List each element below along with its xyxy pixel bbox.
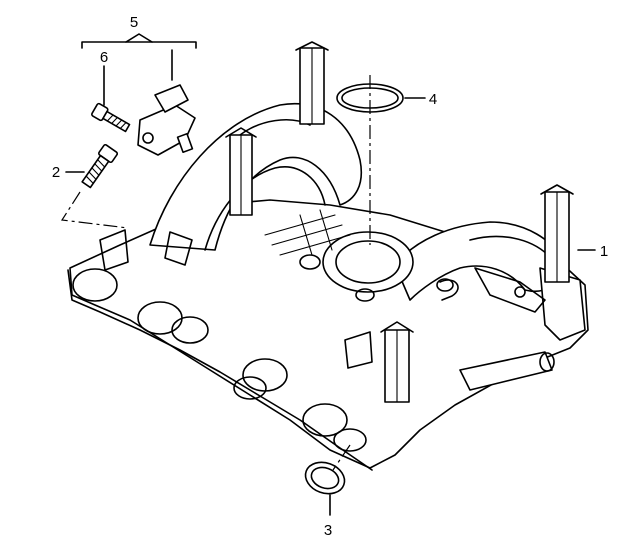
screw	[91, 65, 131, 133]
bolt	[60, 144, 129, 229]
label-6: 6	[100, 49, 108, 66]
intake-manifold	[67, 103, 589, 471]
label-2: 2	[52, 164, 60, 181]
mounting-stand-left	[225, 127, 257, 216]
label-5: 5	[130, 14, 138, 31]
label-1: 1	[600, 243, 608, 260]
o-ring-bottom	[304, 444, 351, 516]
mounting-stand-top-center	[295, 41, 329, 125]
group-bracket	[81, 33, 197, 49]
mounting-stand-right	[540, 184, 574, 283]
sensor	[137, 49, 196, 156]
label-3: 3	[324, 522, 332, 539]
mounting-stand-front	[380, 321, 414, 403]
o-ring-top	[336, 75, 426, 245]
label-4: 4	[429, 91, 437, 108]
